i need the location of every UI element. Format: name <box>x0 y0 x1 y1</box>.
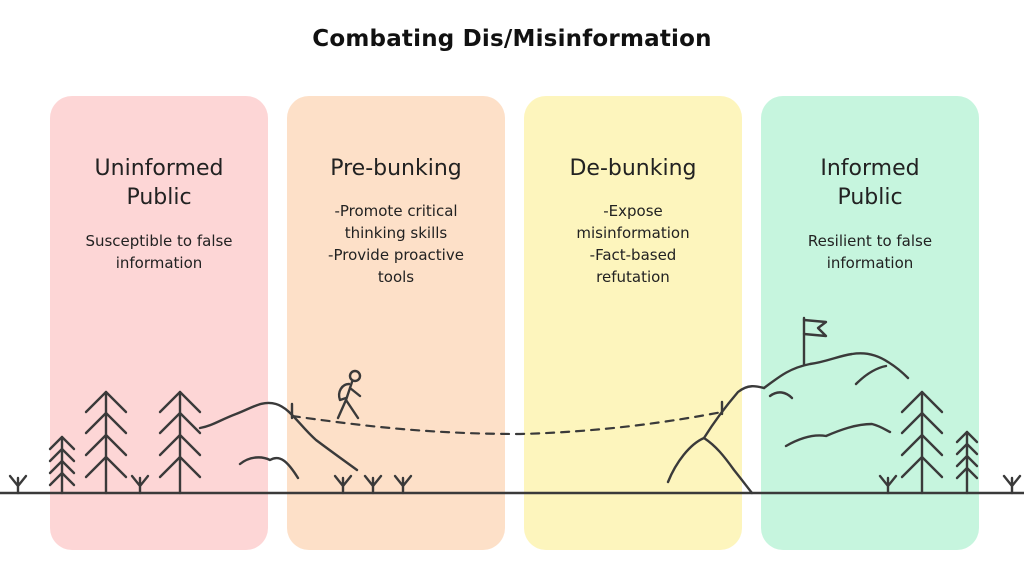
stage-panel-informed-public: Informed Public Resilient to false infor… <box>761 96 979 550</box>
pine-tree-icon <box>158 390 202 495</box>
flag-icon <box>802 316 828 366</box>
stage-description: -Promote critical thinking skills -Provi… <box>328 202 464 286</box>
stage-description: Susceptible to false information <box>85 232 233 272</box>
stage-panel-pre-bunking: Pre-bunking -Promote critical thinking s… <box>287 96 505 550</box>
hiker-icon <box>336 369 362 420</box>
mountain-icon <box>666 352 910 495</box>
pine-tree-icon <box>48 435 76 495</box>
stage-description: Resilient to false information <box>807 232 933 272</box>
trail-path <box>290 410 724 436</box>
mountain-icon <box>198 401 359 480</box>
stage-title: Pre-bunking <box>330 156 462 181</box>
stage-title: Uninformed Public <box>94 156 224 210</box>
grass-icon <box>8 474 1022 495</box>
pine-tree-icon <box>955 430 979 495</box>
stage-panel-uninformed-public: Uninformed Public Susceptible to false i… <box>50 96 268 550</box>
stage-title: Informed Public <box>820 156 920 210</box>
stage-panel-de-bunking: De-bunking -Expose misinformation -Fact-… <box>524 96 742 550</box>
diagram-title: Combating Dis/Misinformation <box>312 26 712 52</box>
stage-title: De-bunking <box>569 156 697 181</box>
pine-tree-icon <box>84 390 128 495</box>
stage-description: -Expose misinformation -Fact-based refut… <box>576 202 690 286</box>
pine-tree-icon <box>900 390 944 495</box>
